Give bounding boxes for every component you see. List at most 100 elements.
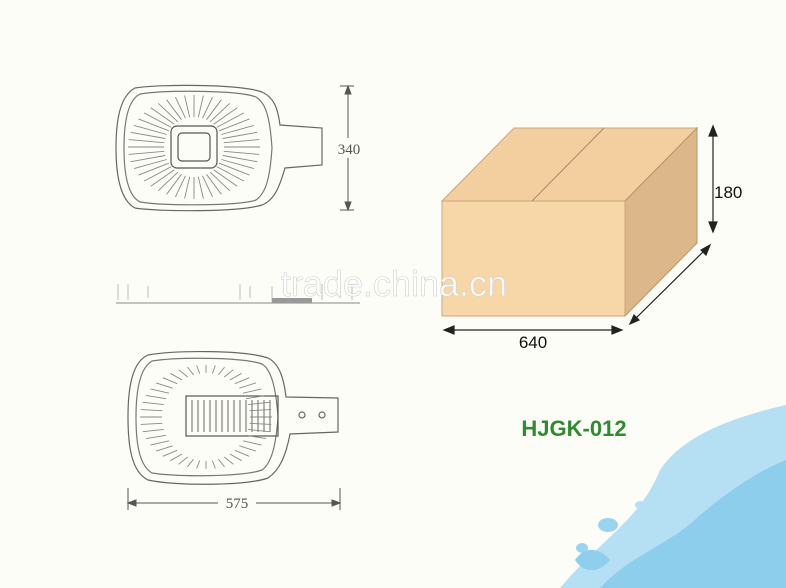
fin-line — [211, 460, 216, 469]
fin-line — [234, 449, 250, 457]
fin-line — [143, 166, 172, 182]
box-height-label: 180 — [714, 183, 742, 202]
lamp-height-label: 340 — [338, 142, 361, 158]
fin-line — [157, 102, 179, 123]
fin-line — [248, 401, 270, 406]
fin-line — [213, 107, 238, 125]
fin-line — [145, 394, 167, 400]
fin-line — [211, 365, 216, 374]
fin-line — [157, 171, 179, 192]
fin-line — [140, 409, 163, 412]
packing-box — [440, 126, 699, 318]
fin-line — [138, 162, 169, 176]
fin-line — [224, 456, 234, 465]
box-width-label: 640 — [519, 333, 547, 352]
fin-line — [184, 176, 191, 199]
lamp-length-label: 575 — [226, 496, 249, 512]
lamp-top-view — [115, 84, 323, 212]
fin-line — [166, 174, 182, 195]
fin-line — [234, 377, 250, 385]
lamp-bottom-heatsink — [191, 400, 271, 432]
fin-line — [239, 382, 257, 389]
fin-line — [202, 96, 214, 119]
fin-line — [197, 95, 204, 118]
fin-line — [196, 460, 201, 469]
fin-line — [170, 453, 183, 462]
fin-line — [187, 366, 194, 376]
lamp-bottom-view — [127, 350, 339, 485]
fin-line — [166, 99, 182, 120]
height-dimension — [340, 84, 354, 212]
fin-line — [133, 159, 167, 170]
fin-line — [219, 118, 250, 132]
model-number: HJGK-012 — [521, 416, 626, 441]
fin-line — [206, 99, 222, 120]
fin-line — [174, 175, 186, 198]
fin-line — [216, 112, 245, 128]
fin-line — [142, 401, 164, 406]
fin-line — [128, 150, 165, 155]
fin-line — [178, 456, 188, 465]
fin-line — [216, 166, 245, 182]
fin-line — [218, 458, 225, 468]
lamp-bottom-fins — [140, 365, 272, 469]
fin-line — [206, 174, 222, 195]
fin-line — [221, 159, 255, 170]
fin-line — [221, 124, 255, 135]
box-front-face — [441, 200, 626, 317]
fin-line — [150, 388, 170, 394]
fin-line — [130, 131, 166, 139]
fin-line — [222, 131, 258, 139]
splash-decoration — [560, 405, 786, 588]
fin-line — [229, 453, 242, 462]
fin-line — [162, 377, 178, 385]
fin-line — [162, 449, 178, 457]
fin-line — [223, 139, 260, 144]
fin-line — [249, 409, 272, 412]
fin-line — [128, 139, 165, 144]
fin-line — [187, 458, 194, 468]
watermark-text: trade.china.cn — [281, 263, 507, 304]
fin-line — [184, 95, 191, 118]
fin-line — [242, 388, 262, 394]
fin-line — [223, 150, 260, 155]
fin-line — [197, 176, 204, 199]
fin-line — [245, 434, 267, 440]
box-depth-dimension — [628, 243, 712, 326]
fin-line — [202, 175, 214, 198]
fin-line — [213, 169, 238, 187]
fin-line — [209, 171, 231, 192]
fin-line — [224, 369, 234, 378]
fin-line — [130, 155, 166, 163]
fin-line — [143, 112, 172, 128]
fin-line — [133, 124, 167, 135]
fin-line — [155, 382, 173, 389]
fin-line — [174, 96, 186, 119]
fin-line — [242, 440, 262, 446]
fin-line — [229, 372, 242, 381]
fin-line — [178, 369, 188, 378]
fin-line — [170, 372, 183, 381]
fin-line — [150, 169, 175, 187]
fin-line — [245, 394, 267, 400]
lamp-side-view — [116, 284, 360, 304]
fin-line — [140, 422, 163, 425]
fin-line — [155, 445, 173, 452]
fin-line — [150, 440, 170, 446]
fin-line — [218, 366, 225, 376]
fin-line — [222, 155, 258, 163]
fin-line — [142, 428, 164, 433]
fin-line — [145, 434, 167, 440]
fin-line — [239, 445, 257, 452]
fin-line — [196, 365, 201, 374]
fin-line — [249, 422, 272, 425]
box-width-dimension — [442, 325, 624, 335]
fin-line — [209, 102, 231, 123]
fin-line — [150, 107, 175, 125]
fin-line — [219, 162, 250, 176]
lamp-top-fins — [128, 95, 260, 199]
fin-line — [138, 118, 169, 132]
box-height-dimension — [708, 124, 718, 234]
fin-line — [248, 428, 270, 433]
